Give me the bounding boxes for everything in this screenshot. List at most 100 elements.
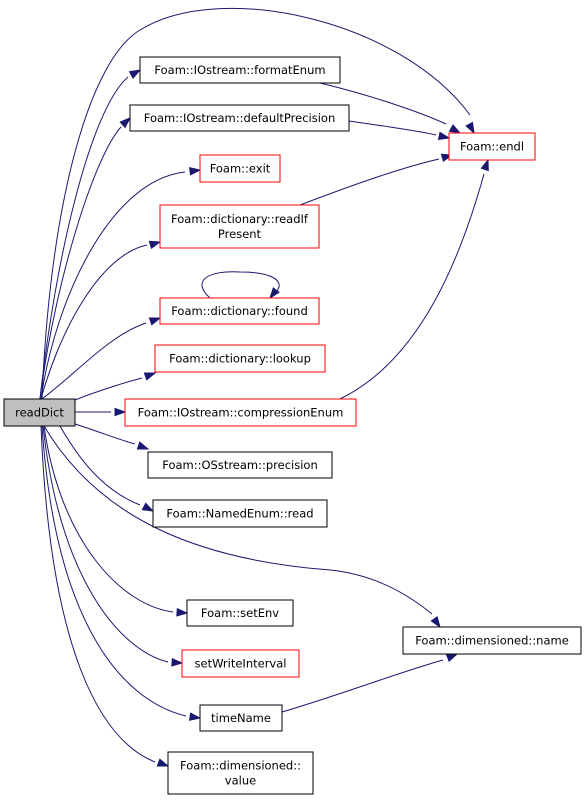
edge-line — [201, 271, 280, 299]
arrowhead-icon — [189, 712, 202, 721]
edge-line — [41, 425, 187, 717]
node-readDict[interactable]: readDict — [3, 398, 76, 427]
node-box[interactable] — [199, 154, 281, 183]
node-box[interactable] — [3, 398, 76, 427]
edge-readDict-to-found — [41, 317, 162, 400]
edge-readDict-to-compressionEnum — [75, 407, 127, 417]
edge-line — [339, 173, 485, 400]
edge-defaultPrecision-to-endl — [348, 120, 451, 140]
node-namedEnumRead[interactable]: Foam::NamedEnum::read — [152, 499, 328, 528]
node-defaultPrecision[interactable]: Foam::IOstream::defaultPrecision — [129, 104, 350, 132]
node-box[interactable] — [159, 297, 320, 325]
node-label: readDict — [15, 406, 64, 420]
edge-line — [281, 659, 444, 713]
edge-readIfPresent-to-endl — [299, 153, 454, 206]
arrowhead-icon — [136, 441, 150, 450]
node-setEnv[interactable]: Foam::setEnv — [186, 599, 294, 627]
arrowhead-icon — [437, 131, 451, 140]
edge-line — [319, 82, 447, 125]
arrowhead-icon — [119, 117, 132, 129]
edge-compressionEnum-to-endl — [339, 158, 489, 400]
edge-line — [39, 76, 129, 400]
arrowhead-icon — [189, 167, 202, 176]
edge-line — [40, 244, 148, 400]
node-box[interactable] — [448, 132, 536, 161]
arrowhead-icon — [156, 758, 170, 767]
edge-line — [348, 120, 437, 136]
node-label: Foam::OSstream::precision — [162, 458, 318, 472]
arrowhead-icon — [176, 607, 189, 617]
node-label: Foam::IOstream::defaultPrecision — [144, 111, 336, 125]
node-box[interactable] — [167, 751, 314, 795]
node-compressionEnum[interactable]: Foam::IOstream::compressionEnum — [124, 398, 357, 427]
node-label: value — [225, 774, 256, 788]
edge-line — [40, 171, 186, 400]
node-label: Foam::endl — [460, 140, 524, 154]
edge-line — [59, 425, 141, 506]
node-dimValue[interactable]: Foam::dimensioned::value — [167, 751, 314, 795]
node-label: Foam::IOstream::formatEnum — [154, 63, 325, 77]
node-timeName[interactable]: timeName — [199, 704, 283, 732]
edge-readDict-to-lookup — [74, 372, 157, 401]
arrowhead-icon — [148, 240, 162, 250]
edge-readDict-to-endl — [41, 7, 475, 400]
node-box[interactable] — [147, 451, 333, 479]
edge-line — [74, 377, 143, 401]
node-label: Foam::dictionary::found — [171, 304, 308, 318]
node-box[interactable] — [139, 56, 341, 84]
edge-readDict-to-dimName — [43, 425, 441, 629]
node-exit[interactable]: Foam::exit — [199, 154, 281, 183]
edge-readDict-to-namedEnumRead — [59, 425, 155, 512]
node-label: Foam::IOstream::compressionEnum — [138, 406, 344, 420]
node-box[interactable] — [181, 649, 300, 678]
edge-found-to-found — [201, 271, 280, 300]
node-label: Present — [218, 227, 262, 241]
edge-readDict-to-precision — [74, 423, 150, 450]
arrowhead-icon — [141, 502, 155, 512]
arrowhead-icon — [480, 158, 489, 172]
node-box[interactable] — [186, 599, 294, 627]
edge-line — [299, 158, 440, 206]
node-label: timeName — [211, 711, 271, 725]
node-label: Foam::dictionary::readIf — [171, 212, 309, 226]
edge-readDict-to-dimValue — [40, 425, 170, 767]
node-label: Foam::setEnv — [201, 606, 279, 620]
node-label: setWriteInterval — [195, 657, 287, 671]
node-box[interactable] — [199, 704, 283, 732]
edge-line — [41, 7, 471, 400]
node-label: Foam::dictionary::lookup — [169, 352, 311, 366]
node-setWriteInterval[interactable]: setWriteInterval — [181, 649, 300, 678]
node-box[interactable] — [154, 344, 326, 373]
arrowhead-icon — [128, 69, 142, 79]
node-precision[interactable]: Foam::OSstream::precision — [147, 451, 333, 479]
node-box[interactable] — [159, 204, 320, 249]
edge-readDict-to-formatEnum — [39, 69, 142, 400]
edge-line — [43, 425, 433, 615]
edge-line — [74, 423, 136, 445]
node-endl[interactable]: Foam::endl — [448, 132, 536, 161]
node-formatEnum[interactable]: Foam::IOstream::formatEnum — [139, 56, 341, 84]
nodes-layer: readDict Foam::IOstream::formatEnumFoam::… — [3, 56, 582, 795]
arrowhead-icon — [143, 372, 157, 381]
edge-readDict-to-setEnv — [43, 425, 189, 617]
node-box[interactable] — [129, 104, 350, 132]
edges-layer — [39, 7, 489, 767]
edge-readDict-to-timeName — [41, 425, 202, 721]
arrowhead-icon — [430, 615, 441, 629]
arrowhead-icon — [448, 124, 462, 134]
edge-readDict-to-setWriteInterval — [42, 425, 184, 667]
arrowhead-icon — [114, 407, 127, 417]
edge-readDict-to-defaultPrecision — [39, 117, 132, 400]
arrowhead-icon — [269, 287, 280, 300]
node-box[interactable] — [402, 626, 582, 655]
node-lookup[interactable]: Foam::dictionary::lookup — [154, 344, 326, 373]
node-dimName[interactable]: Foam::dimensioned::name — [402, 626, 582, 655]
edge-readDict-to-readIfPresent — [40, 240, 162, 400]
node-box[interactable] — [152, 499, 328, 528]
node-label: Foam::NamedEnum::read — [166, 507, 313, 521]
node-found[interactable]: Foam::dictionary::found — [159, 297, 320, 325]
arrowhead-icon — [465, 121, 475, 135]
node-box[interactable] — [124, 398, 357, 427]
